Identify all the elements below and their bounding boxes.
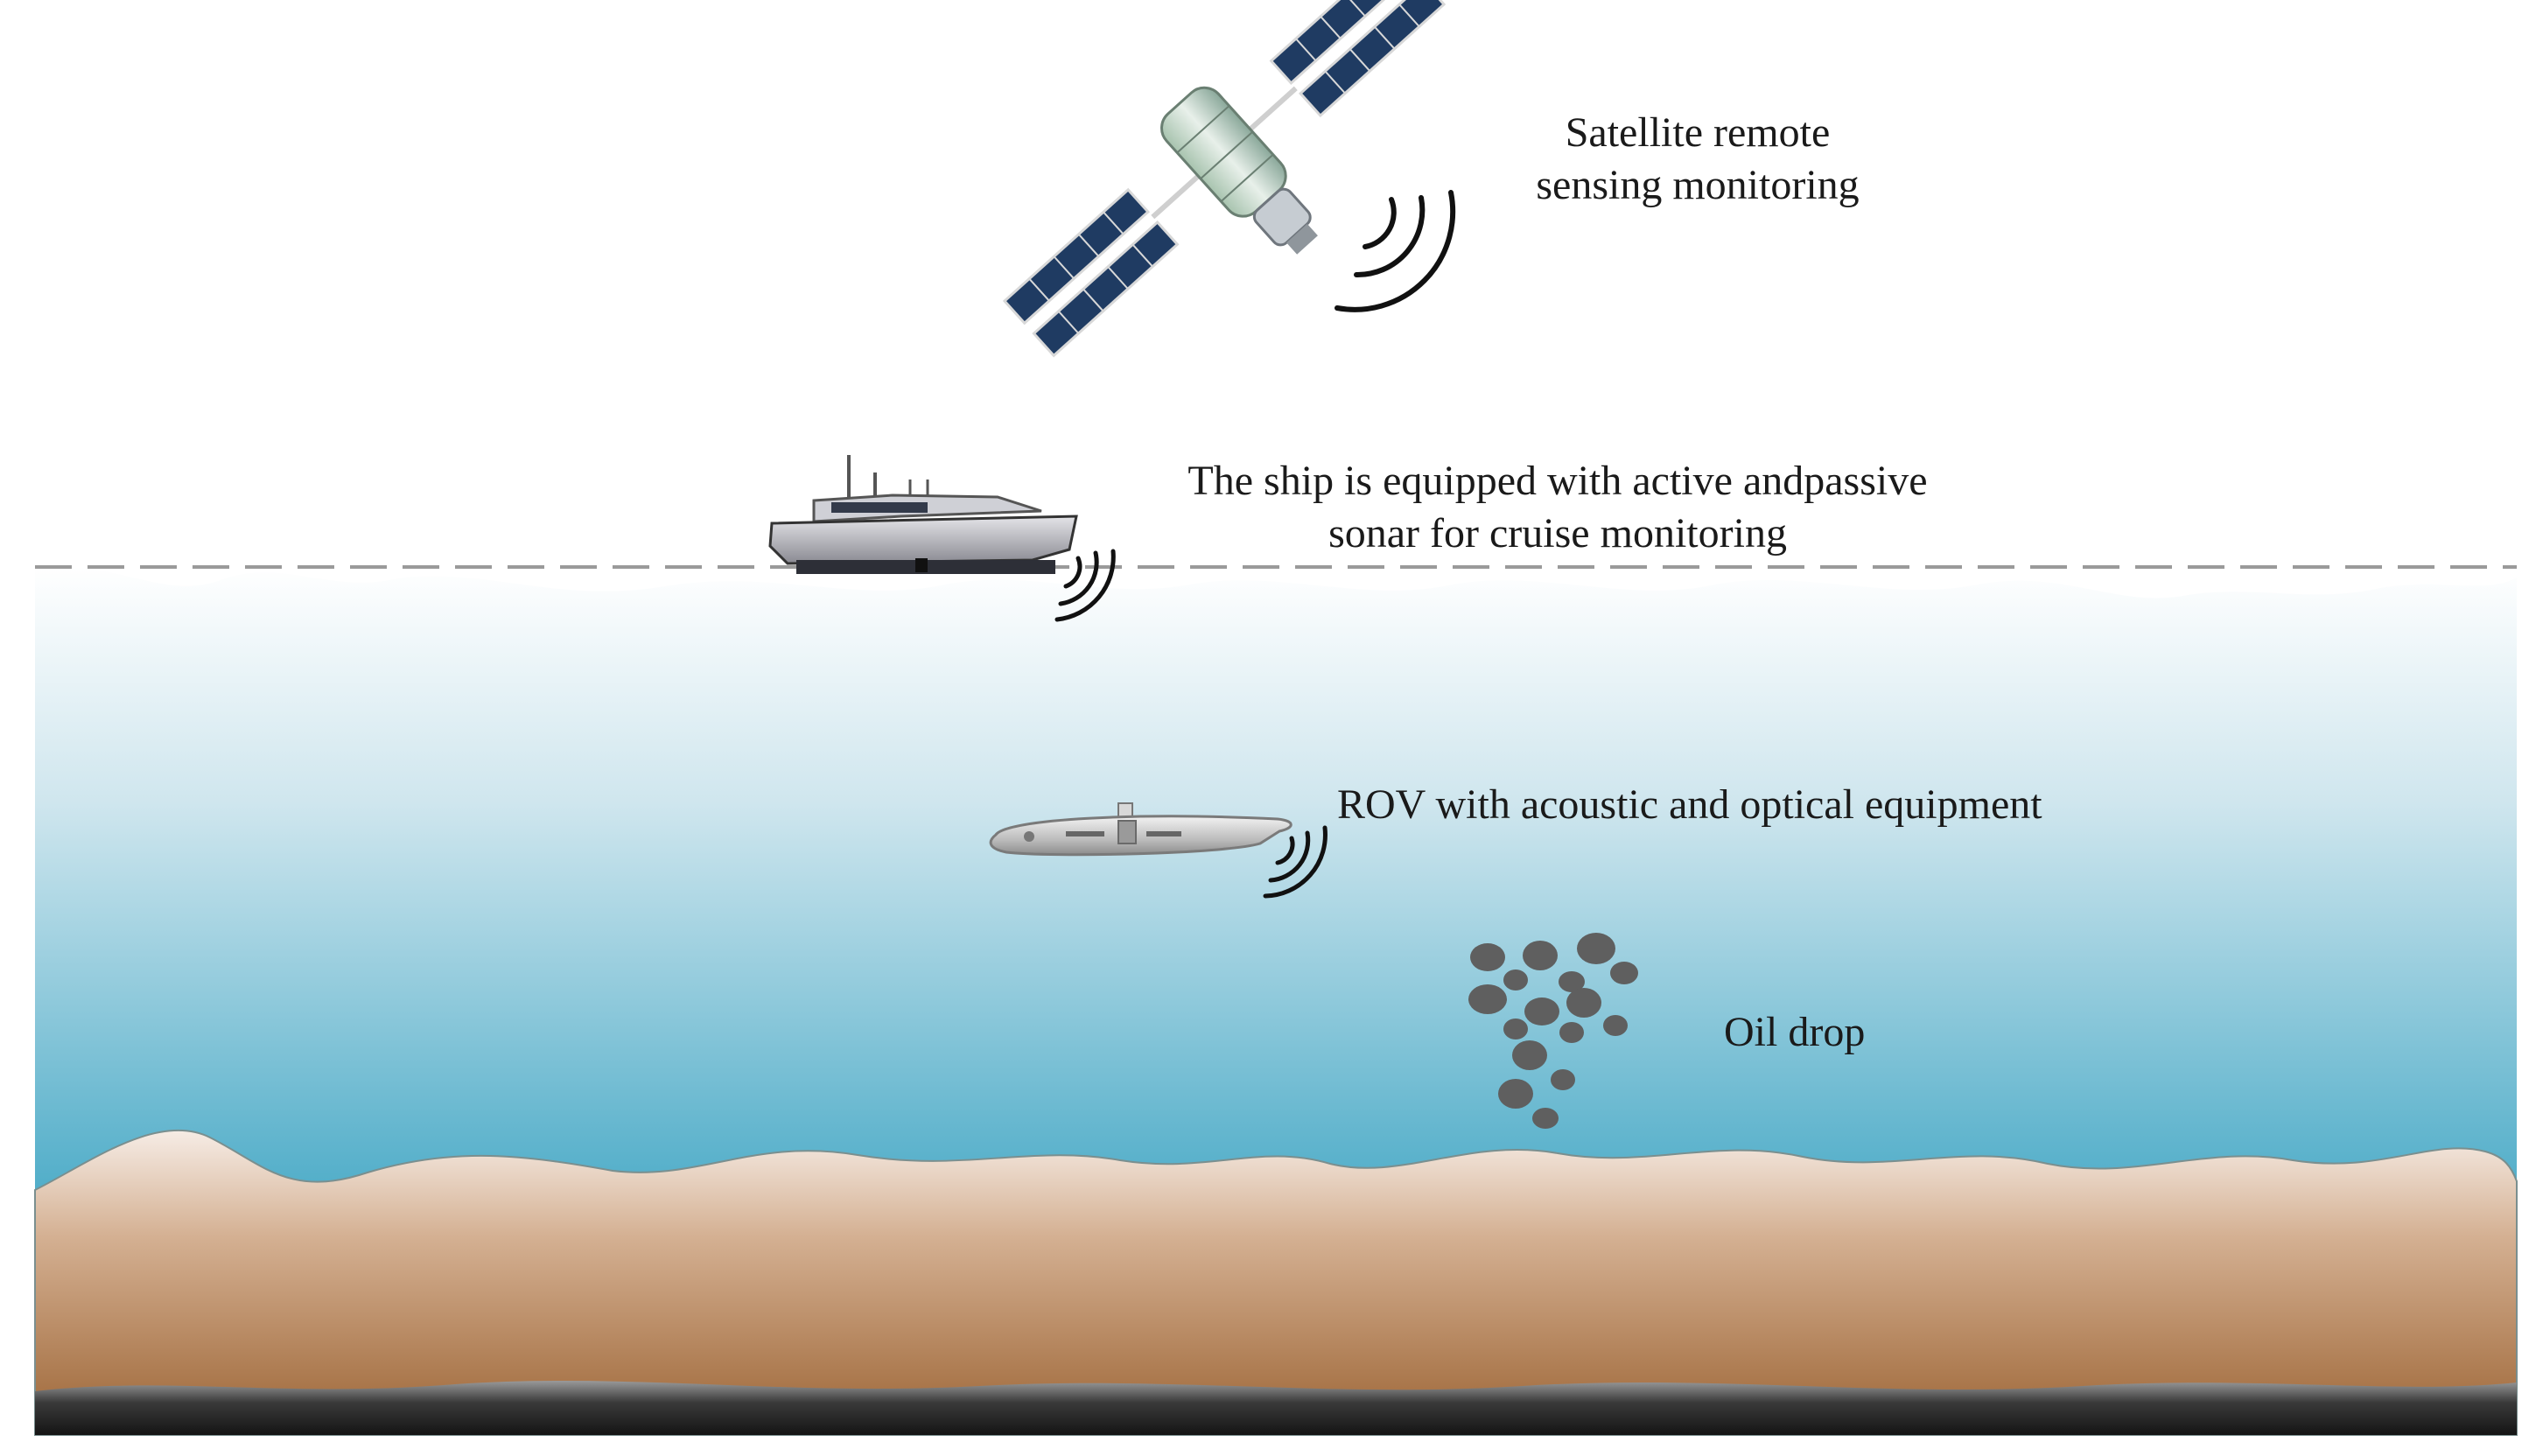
satellite-body (1160, 86, 1318, 255)
oil-drop-cluster (1468, 933, 1638, 1129)
water-body (35, 566, 2517, 1242)
ship-label-line2: sonar for cruise monitoring (1328, 510, 1787, 556)
ship-icon (768, 455, 1078, 574)
solar-panel-right (1269, 0, 1447, 118)
satellite-label-line1: Satellite remote (1565, 109, 1831, 156)
sediment-layer (34, 1129, 2518, 1436)
solar-panel-left (1002, 187, 1180, 358)
satellite-label-line2: sensing monitoring (1536, 162, 1860, 208)
ship-sonar-waves-icon (1054, 549, 1116, 622)
rov-icon (989, 802, 1293, 857)
rov-sonar-waves-icon (1263, 825, 1328, 899)
satellite-label: Satellite remote sensing monitoring (1348, 107, 2048, 212)
signal-waves-icon (1335, 190, 1456, 312)
ship-label: The ship is equipped with active andpass… (928, 455, 2188, 560)
bedrock-layer (35, 1380, 2517, 1435)
satellite-icon (1002, 0, 1447, 358)
ship-label-line1: The ship is equipped with active andpass… (1187, 458, 1928, 504)
rov-label: ROV with acoustic and optical equipment (1337, 781, 2042, 828)
oil-drop-label: Oil drop (1724, 1009, 1866, 1055)
